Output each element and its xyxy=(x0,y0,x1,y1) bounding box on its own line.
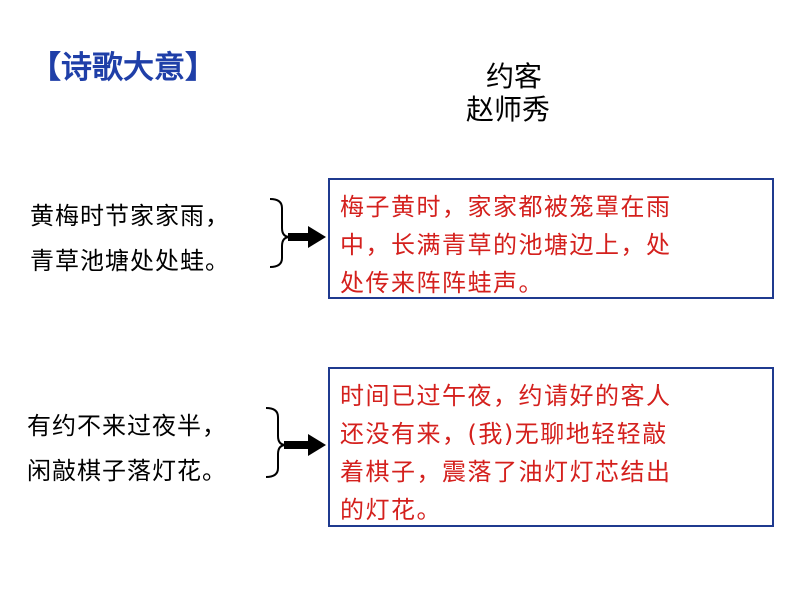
translation-line: 的灯花。 xyxy=(340,496,442,524)
translation-line: 中，长满青草的池塘边上，处 xyxy=(340,231,672,259)
poem-line: 闲敲棋子落灯花。 xyxy=(27,457,227,485)
arrow-right-icon xyxy=(284,434,326,456)
translation-line: 还没有来，(我)无聊地轻轻敲 xyxy=(340,420,668,448)
poem-line: 黄梅时节家家雨， xyxy=(30,202,230,230)
poem-line: 有约不来过夜半， xyxy=(27,412,227,440)
translation-line: 处传来阵阵蛙声。 xyxy=(340,269,544,297)
translation-line: 着棋子，震落了油灯灯芯结出 xyxy=(340,458,672,486)
poem-title: 约客 xyxy=(486,60,543,93)
poem-line: 青草池塘处处蛙。 xyxy=(30,247,230,275)
section-heading: 【诗歌大意】 xyxy=(30,50,216,86)
poem-author: 赵师秀 xyxy=(466,93,551,126)
brace-icon xyxy=(265,407,287,478)
brace-icon xyxy=(269,198,291,268)
translation-box: 梅子黄时，家家都被笼罩在雨 中，长满青草的池塘边上，处 处传来阵阵蛙声。 xyxy=(328,178,774,299)
arrow-right-icon xyxy=(288,226,326,248)
translation-line: 时间已过午夜，约请好的客人 xyxy=(340,382,672,410)
translation-box: 时间已过午夜，约请好的客人 还没有来，(我)无聊地轻轻敲 着棋子，震落了油灯灯芯… xyxy=(328,367,774,527)
translation-line: 梅子黄时，家家都被笼罩在雨 xyxy=(340,193,672,221)
